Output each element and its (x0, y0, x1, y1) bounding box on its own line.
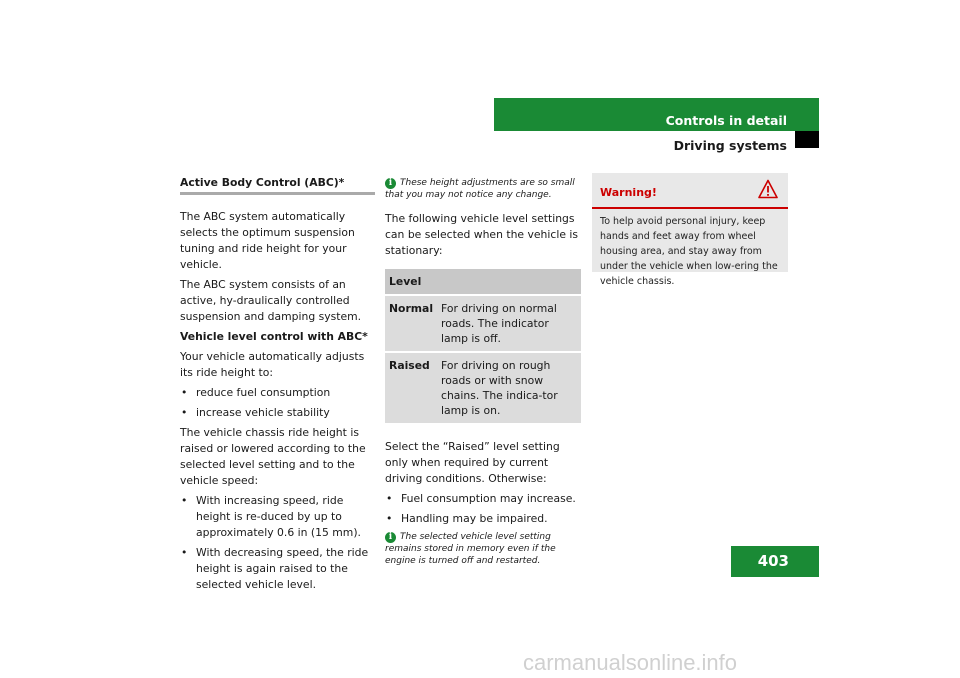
subheading: Vehicle level control with ABC* (180, 330, 368, 343)
level-cell: Raised (389, 359, 430, 372)
table-header: Level (385, 269, 438, 295)
level-cell: Normal (389, 302, 434, 315)
table-row: Normal For driving on normal roads. The … (385, 295, 581, 352)
bullet-list: reduce fuel consumption increase vehicle… (180, 385, 375, 421)
table-header-empty (437, 269, 581, 295)
paragraph: The ABC system consists of an active, hy… (180, 278, 362, 323)
page-number-box: 403 (731, 546, 819, 577)
warning-box: Warning! To help avoid personal injury, … (592, 173, 788, 287)
watermark: carmanualsonline.info (523, 650, 738, 675)
warning-text: To help avoid personal injury, keep hand… (600, 216, 778, 287)
warning-triangle-icon (758, 179, 778, 199)
description-cell: For driving on normal roads. The indicat… (441, 302, 557, 345)
paragraph: The vehicle chassis ride height is raise… (180, 426, 366, 487)
warning-title: Warning! (600, 186, 657, 199)
page-number: 403 (757, 552, 789, 570)
note-text: The selected vehicle level setting remai… (385, 532, 556, 566)
left-column: Active Body Control (ABC)* The ABC syste… (180, 173, 375, 597)
info-icon: i (385, 178, 396, 189)
paragraph: Select the “Raised” level setting only w… (385, 440, 560, 485)
paragraph: Your vehicle automatically adjusts its r… (180, 350, 365, 379)
list-item: Handling may be impaired. (385, 511, 585, 527)
table-row: Raised For driving on rough roads or wit… (385, 352, 581, 423)
list-item: reduce fuel consumption (180, 385, 375, 401)
header-title: Controls in detail (665, 113, 787, 128)
paragraph: The ABC system automatically selects the… (180, 210, 355, 271)
header-corner-block (795, 131, 819, 148)
bullet-list: With increasing speed, ride height is re… (180, 493, 375, 593)
list-item: Fuel consumption may increase. (385, 491, 585, 507)
note-text: These height adjustments are so small th… (385, 178, 575, 200)
section-title: Driving systems (673, 138, 787, 153)
warning-header: Warning! (592, 173, 788, 209)
header-bar: Controls in detail (494, 98, 819, 131)
description-cell: For driving on rough roads or with snow … (441, 359, 558, 417)
paragraph: The following vehicle level settings can… (385, 212, 579, 257)
list-item: increase vehicle stability (180, 405, 375, 421)
list-item: With increasing speed, ride height is re… (180, 493, 375, 541)
info-icon: i (385, 532, 396, 543)
abc-heading: Active Body Control (ABC)* (180, 175, 375, 195)
list-item: With decreasing speed, the ride height i… (180, 545, 375, 593)
level-table: Level Normal For driving on normal roads… (385, 269, 581, 423)
bullet-list: Fuel consumption may increase. Handling … (385, 491, 585, 527)
